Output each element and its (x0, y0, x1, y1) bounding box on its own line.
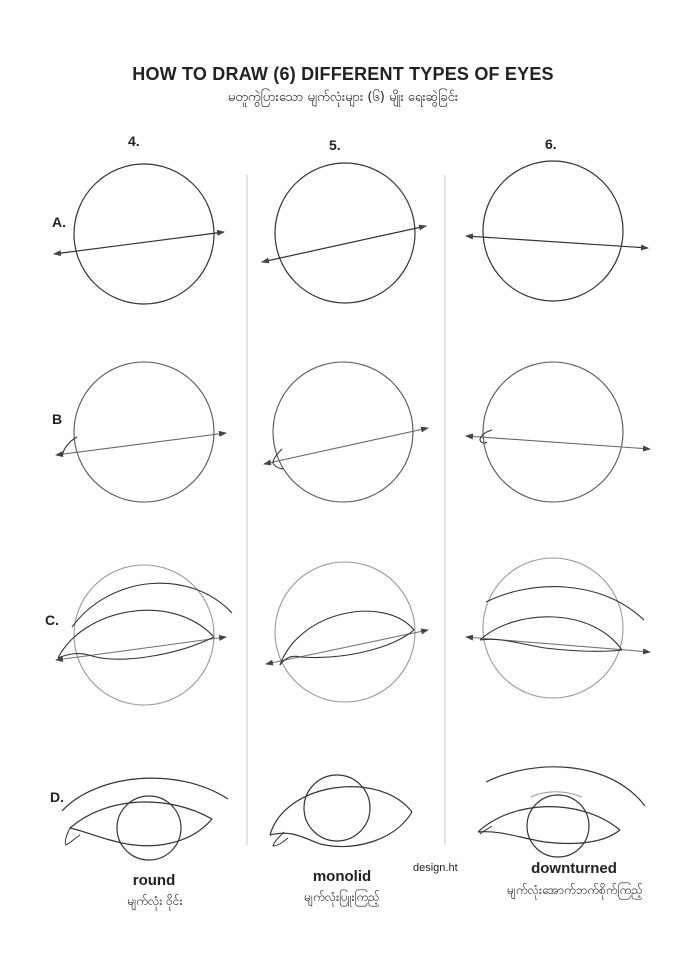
page-subtitle: မတူကွဲပြားသော မျက်လုံးများ (၆) မျိုး ရေး… (227, 90, 459, 105)
column-number-6: 6. (545, 136, 557, 152)
step-c-round (55, 564, 233, 706)
step-a-downturned (465, 160, 649, 302)
caption-monolid: monolid (312, 868, 372, 885)
column-number-5: 5. (329, 137, 341, 153)
caption-downturned-sub: မျက်လုံးအောက်ဘက်စိုက်ကြည့် (507, 883, 643, 897)
row-label-b: B (52, 411, 63, 427)
step-b-monolid (263, 361, 429, 503)
credit-text: design.ht (413, 862, 458, 874)
page-title: HOW TO DRAW (6) DIFFERENT TYPES OF EYES (132, 64, 554, 84)
caption-round: round (132, 872, 176, 889)
caption-round-sub: မျက်လုံး ဝိုင်း (127, 894, 183, 908)
row-label-c: C. (45, 612, 59, 628)
row-label-d: D. (50, 789, 64, 805)
eye-round (61, 777, 229, 861)
row-label-a: A. (52, 214, 66, 230)
step-b-downturned (465, 361, 651, 503)
step-c-downturned (465, 557, 651, 699)
step-a-round (53, 163, 225, 305)
step-c-monolid (265, 561, 429, 703)
eye-monolid (269, 774, 413, 848)
column-number-4: 4. (128, 133, 140, 149)
caption-downturned: downturned (531, 860, 617, 877)
step-a-monolid (261, 162, 427, 304)
caption-monolid-sub: မျက်လုံးပြူးကြည့် (304, 890, 380, 904)
eye-downturned (477, 766, 646, 858)
step-b-round (55, 361, 227, 503)
